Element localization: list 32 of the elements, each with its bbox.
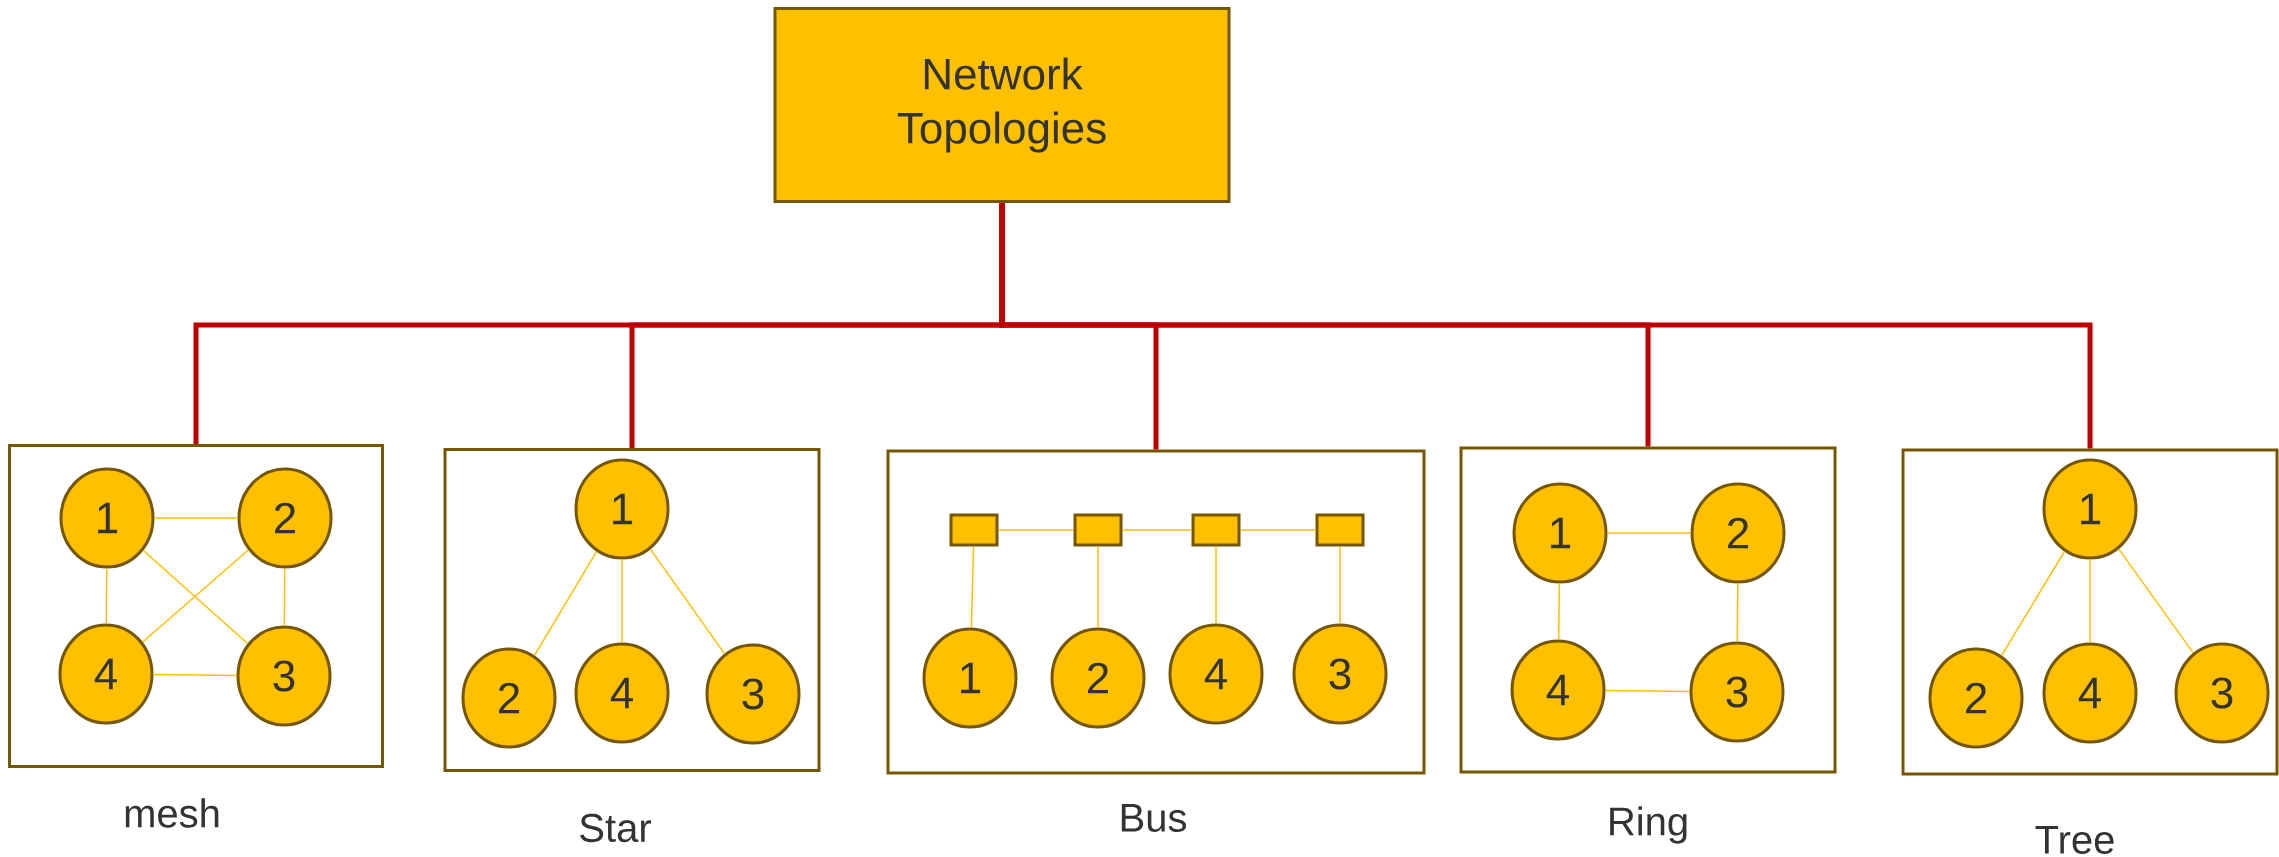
bus-tap-box	[949, 513, 999, 547]
link-line	[1557, 582, 1561, 641]
link-line	[1339, 545, 1341, 625]
link-line	[1736, 582, 1739, 643]
link-line	[1215, 545, 1217, 625]
link-line	[2000, 550, 2066, 657]
bus-tap-box	[1315, 513, 1365, 547]
link-line	[2118, 548, 2194, 654]
link-line	[649, 548, 726, 655]
caption-label: Tree	[2035, 826, 2114, 854]
link-line	[153, 517, 239, 519]
link-line	[621, 558, 623, 644]
tree-connector	[999, 203, 2093, 449]
link-line	[152, 673, 238, 677]
caption-label: mesh	[125, 798, 219, 828]
link-line	[283, 567, 286, 627]
link-line	[105, 567, 108, 625]
link-line	[970, 545, 975, 629]
caption-label: Ring	[1610, 806, 1687, 844]
link-line	[997, 529, 1075, 531]
caption-label: Bus	[1121, 804, 1186, 832]
caption-label: Star	[580, 813, 651, 843]
link-line	[1604, 689, 1691, 693]
bus-tap-box	[1073, 513, 1123, 547]
link-line	[533, 550, 598, 657]
link-line	[1606, 532, 1692, 534]
link-line	[1097, 545, 1099, 629]
title-box: Network Topologies	[773, 7, 1231, 203]
link-line	[1121, 529, 1193, 531]
link-line	[1239, 529, 1317, 531]
bus-tap-box	[1191, 513, 1241, 547]
link-line	[2089, 558, 2091, 644]
